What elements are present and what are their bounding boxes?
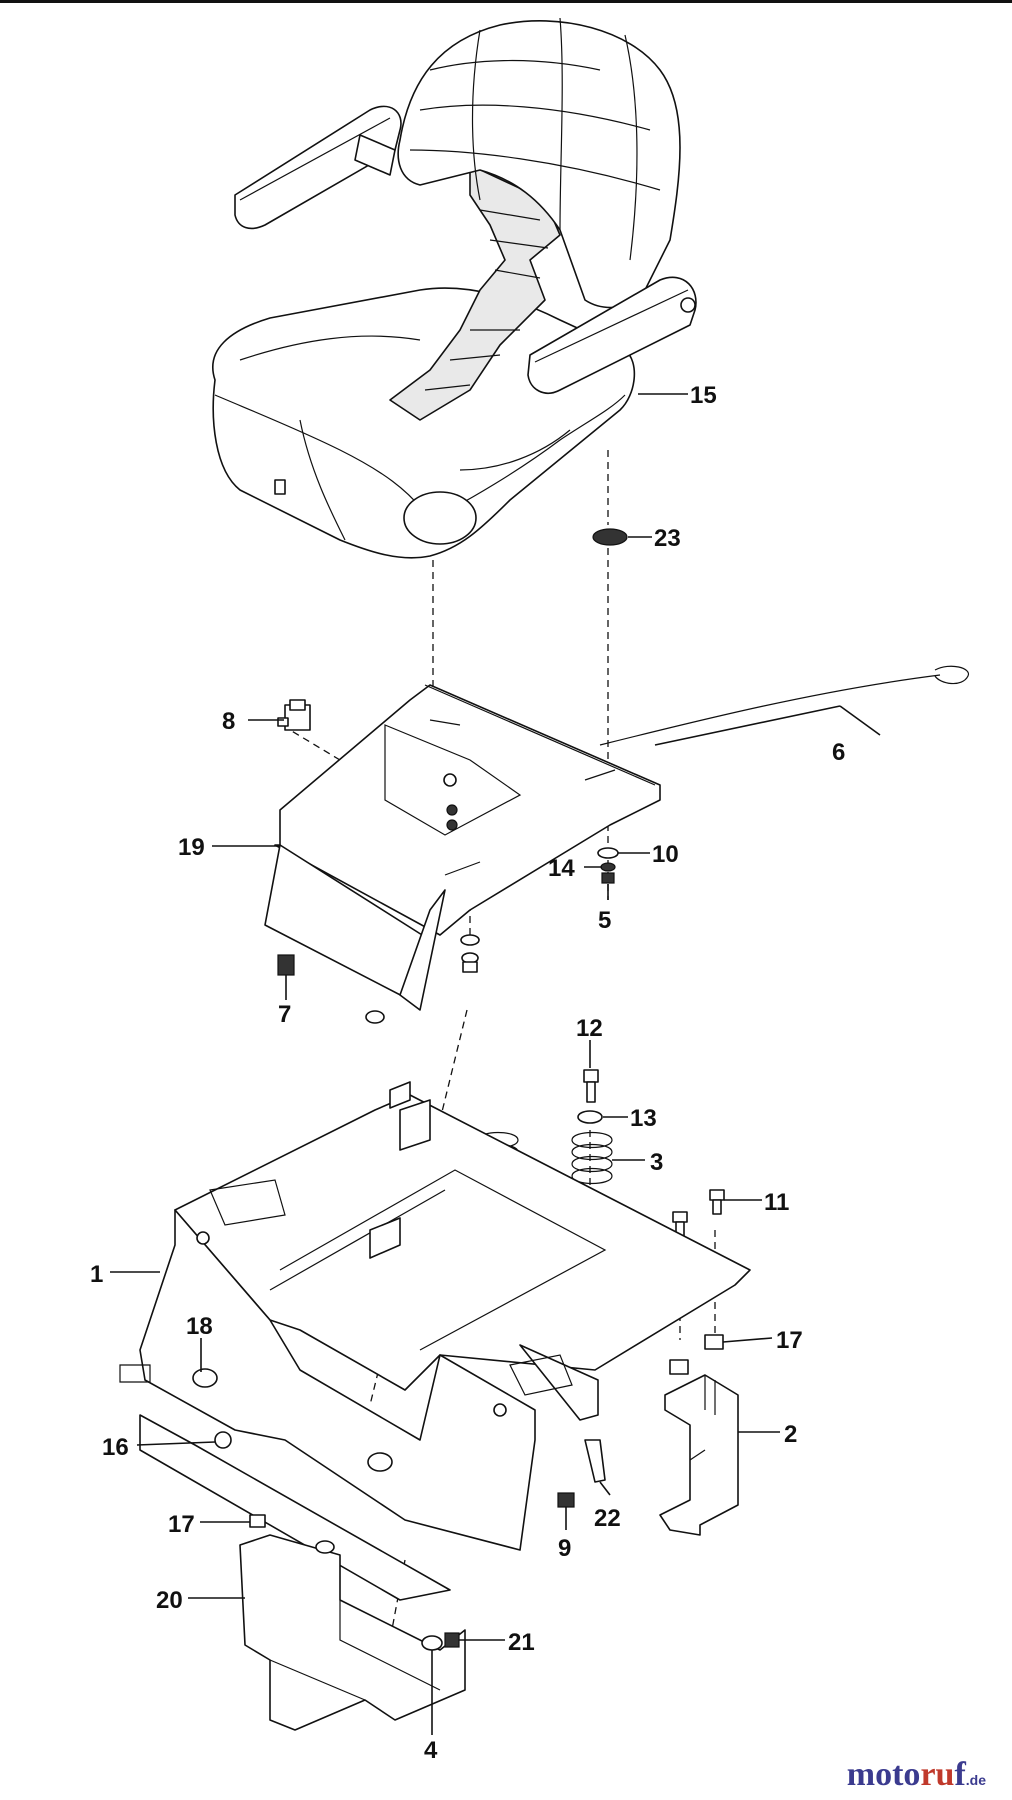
seat-assembly — [212, 17, 697, 559]
label-7: 7 — [278, 1001, 291, 1028]
label-12: 12 — [576, 1015, 603, 1042]
label-13: 13 — [630, 1105, 657, 1132]
part-number-labels: 15 23 8 6 19 10 14 5 7 12 13 3 11 1 18 1… — [90, 382, 845, 1764]
label-16: 16 — [102, 1434, 129, 1461]
seat-plate — [264, 684, 661, 1011]
seat-cushion — [212, 287, 636, 559]
label-1: 1 — [90, 1261, 103, 1288]
main-frame — [119, 1081, 751, 1601]
label-21: 21 — [508, 1629, 535, 1656]
seat-back — [397, 20, 681, 309]
label-17-upper: 17 — [776, 1327, 803, 1354]
label-20: 20 — [156, 1587, 183, 1614]
pin-part-22 — [584, 1439, 606, 1483]
label-3: 3 — [650, 1149, 663, 1176]
bolt-part-11 — [709, 1189, 725, 1201]
nut-part-9 — [557, 1492, 575, 1508]
watermark-ru: ru — [920, 1756, 955, 1793]
cable-part-6 — [599, 674, 941, 746]
clip-part-17-upper — [704, 1334, 724, 1350]
watermark-suffix: .de — [965, 1772, 986, 1788]
label-15: 15 — [690, 382, 717, 409]
label-6: 6 — [832, 739, 845, 766]
label-19: 19 — [178, 834, 205, 861]
label-22: 22 — [594, 1505, 621, 1532]
watermark-f: f — [954, 1756, 966, 1793]
washer-part-13 — [577, 1110, 603, 1124]
label-18: 18 — [186, 1313, 213, 1340]
label-8: 8 — [222, 708, 235, 735]
bracket-part-2 — [659, 1374, 739, 1536]
label-11: 11 — [764, 1189, 789, 1216]
label-17-lower: 17 — [168, 1511, 195, 1538]
label-10: 10 — [652, 841, 679, 868]
motoruf-watermark: motoruf.de — [847, 1756, 986, 1794]
label-9: 9 — [558, 1535, 571, 1562]
label-14: 14 — [548, 855, 575, 882]
lower-bracket-part-20 — [239, 1514, 466, 1731]
bolt-part-12 — [583, 1069, 599, 1083]
watermark-moto: moto — [846, 1756, 921, 1793]
label-2: 2 — [784, 1421, 797, 1448]
leader-lines — [110, 393, 881, 1735]
label-5: 5 — [598, 907, 611, 934]
label-4: 4 — [424, 1737, 438, 1764]
nut-part-7 — [277, 954, 295, 976]
top-border-line — [0, 0, 1012, 3]
bumper-part-16 — [214, 1431, 232, 1449]
label-23: 23 — [654, 525, 681, 552]
bumper-part-18 — [192, 1368, 218, 1388]
washer-part-23 — [592, 528, 628, 546]
switch-part-8 — [277, 699, 311, 731]
